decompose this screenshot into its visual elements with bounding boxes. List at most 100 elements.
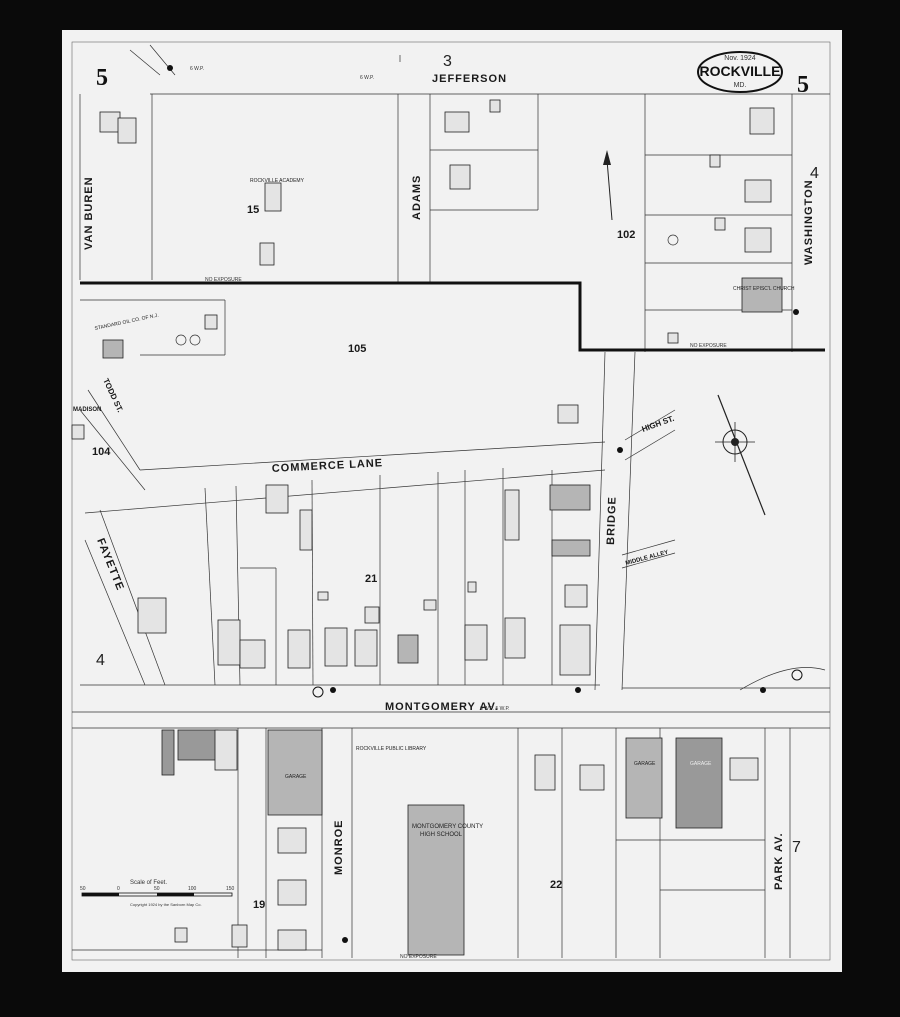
street-van-buren: VAN BUREN — [83, 176, 95, 250]
dwelling — [749, 107, 775, 135]
label-garage-mid: GARAGE — [634, 761, 656, 767]
label-no-exposure-bottom: NO EXPOSURE — [400, 954, 437, 960]
shed — [204, 314, 218, 330]
label-high-school-1: MONTGOMERY COUNTY — [412, 824, 483, 830]
christ-church-building — [741, 277, 783, 313]
street-montgomery-av: MONTGOMERY AV. — [385, 701, 499, 713]
shed — [231, 924, 248, 948]
title-cartouche: Nov. 1924 ROCKVILLE MD. — [697, 51, 783, 93]
hydrant-icon — [330, 687, 336, 693]
building — [214, 729, 238, 771]
dwelling — [287, 629, 311, 669]
dwelling — [239, 639, 266, 669]
shed — [299, 509, 313, 551]
dwelling — [354, 629, 378, 667]
neat-line — [71, 41, 831, 961]
garage — [549, 484, 591, 511]
label-public-library: ROCKVILLE PUBLIC LIBRARY — [356, 746, 427, 752]
outbuilding — [489, 99, 501, 113]
dwelling — [137, 597, 167, 634]
street-jefferson: JEFFERSON — [432, 73, 507, 85]
adjoining-sheet-left: 4 — [96, 652, 105, 669]
garage-mid — [625, 737, 663, 819]
shed — [504, 489, 520, 541]
outbuilding — [259, 242, 275, 266]
hydrant-icon — [167, 65, 173, 71]
shed — [364, 606, 380, 624]
street-park-av: PARK AV. — [773, 832, 785, 890]
block-number-102: 102 — [617, 229, 635, 241]
hydrant-icon — [575, 687, 581, 693]
sheet-number-right: 5 — [797, 72, 809, 98]
standard-oil-building — [102, 339, 124, 359]
label-rockville-academy: ROCKVILLE ACADEMY — [250, 178, 305, 184]
shed — [265, 484, 289, 514]
north-arrow-icon — [603, 150, 613, 221]
dwelling — [504, 617, 526, 659]
shed — [467, 581, 477, 593]
outbuilding — [709, 154, 721, 168]
dwelling — [744, 179, 772, 203]
dwelling — [744, 227, 772, 253]
street-bridge: BRIDGE — [605, 496, 619, 545]
street-commerce-lane: COMMERCE LANE — [272, 457, 384, 475]
label-no-exposure-right: NO EXPOSURE — [690, 343, 727, 349]
dwelling — [464, 624, 488, 661]
label-garage-right: GARAGE — [690, 761, 712, 767]
adjoining-sheet-right: 4 — [810, 165, 819, 182]
shed — [564, 584, 588, 608]
shed — [174, 927, 188, 943]
label-montgomery-water-pipe: 6 W.P. 5 W.P. — [480, 706, 510, 712]
dwelling — [277, 929, 307, 951]
label-high-school-2: HIGH SCHOOL — [420, 832, 463, 838]
shed — [317, 591, 329, 601]
outbuilding — [557, 404, 579, 424]
dwelling — [324, 627, 348, 667]
hydrant-icon — [312, 686, 324, 698]
street-adams: ADAMS — [411, 175, 423, 220]
hydrant-icon — [617, 447, 623, 453]
dwelling — [534, 754, 556, 791]
dwelling — [559, 624, 591, 676]
label-water-pipe-1: 6 W.P. — [190, 66, 204, 72]
street-washington: WASHINGTON — [803, 179, 815, 265]
scale-tick-1: 0 — [117, 886, 120, 892]
dwelling — [277, 827, 307, 854]
rockville-academy-building — [264, 182, 282, 212]
outbuilding — [714, 217, 726, 231]
label-christ-church: CHRIST EPISC'L CHURCH — [733, 286, 795, 292]
block-number-104: 104 — [92, 446, 111, 458]
sheet-number-left: 5 — [96, 65, 108, 91]
adjoining-sheet-bottom-right: 7 — [792, 839, 801, 856]
label-water-pipe-2: 6 W.P. — [360, 75, 374, 81]
scale-tick-4: 150 — [226, 886, 235, 892]
dwelling — [277, 879, 307, 906]
scale-tick-3: 100 — [188, 886, 197, 892]
block-number-15: 15 — [247, 204, 259, 216]
dwelling — [71, 424, 85, 440]
adjoining-sheet-top: 3 — [443, 53, 452, 70]
garage-right — [675, 737, 723, 829]
high-school-building — [407, 804, 465, 956]
hydrant-icon — [793, 309, 799, 315]
scale-title: Scale of Feet. — [130, 880, 167, 886]
block-number-19: 19 — [253, 899, 265, 911]
label-garage-left: GARAGE — [285, 774, 307, 780]
row-building — [161, 729, 175, 776]
dwelling — [217, 619, 241, 666]
shed — [423, 599, 437, 611]
street-monroe: MONROE — [333, 820, 345, 876]
compass-rose-icon — [715, 394, 766, 516]
block-number-21: 21 — [365, 573, 377, 585]
hydrant-icon — [791, 669, 803, 681]
dwelling — [449, 164, 471, 190]
scale-bar: Scale of Feet. 50 0 50 100 150 Copyright… — [80, 880, 235, 907]
map-state: MD. — [734, 82, 747, 89]
dwelling — [99, 111, 121, 133]
block-number-22: 22 — [550, 879, 562, 891]
dwelling — [729, 757, 759, 781]
label-no-exposure-top: NO EXPOSURE — [205, 277, 242, 283]
map-place: ROCKVILLE — [700, 63, 781, 79]
dwelling — [579, 764, 605, 791]
hydrant-icon — [760, 687, 766, 693]
